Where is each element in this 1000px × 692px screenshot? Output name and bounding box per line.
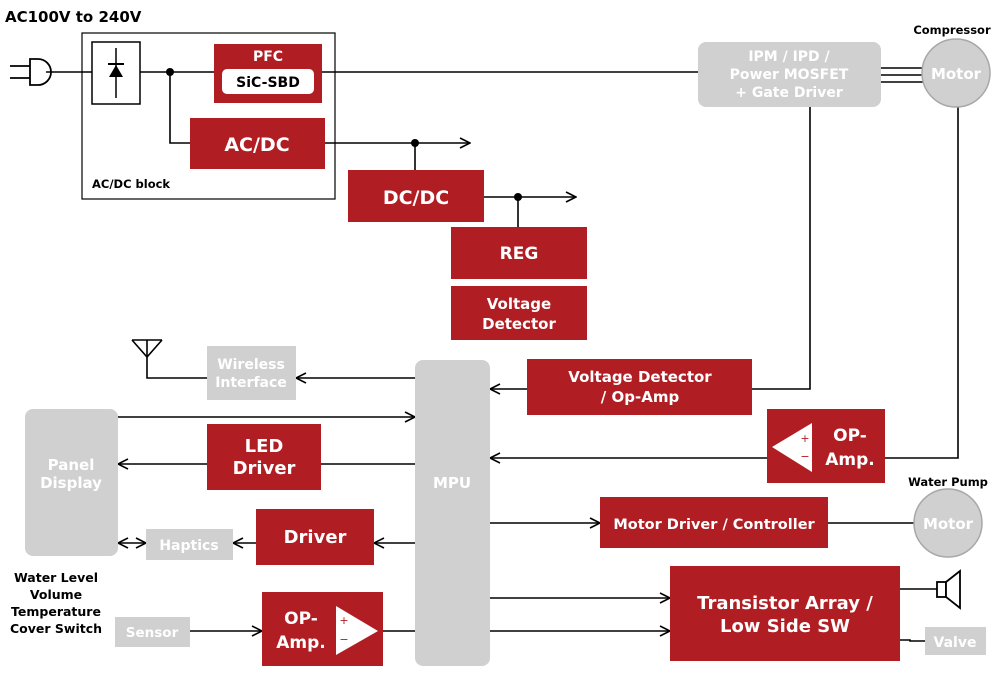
opamp-right-block: + − OP- Amp. [767, 409, 885, 483]
voltage-detector-block: Voltage Detector [451, 286, 587, 340]
pfc-block: PFC SiC-SBD [214, 44, 322, 103]
water-pump-motor-label: Motor [923, 515, 974, 533]
antenna-icon [131, 339, 163, 359]
voltage-detector-line2: Detector [482, 315, 556, 333]
opamp-left-line1: OP- [284, 609, 318, 629]
transistor-line1: Transistor Array / [697, 593, 873, 614]
sensor-label: Sensor [126, 625, 179, 641]
acdc-block-label: AC/DC block [92, 177, 170, 191]
compressor-motor: Motor [921, 38, 991, 108]
compressor-motor-label: Motor [931, 65, 982, 83]
ipm-block: IPM / IPD / Power MOSFET + Gate Driver [698, 42, 881, 107]
led-driver-line2: Driver [233, 458, 296, 479]
mpu-label: MPU [433, 474, 471, 492]
driver-block: Driver [256, 509, 374, 565]
opamp-left-minus: − [339, 633, 348, 646]
rectifier-diode-icon [91, 41, 141, 105]
opamp-right-plus: + [800, 432, 809, 445]
panel-line2: Display [40, 474, 102, 492]
opamp-left-block: OP- Amp. + − [262, 592, 383, 666]
acdc-converter-block: AC/DC [190, 118, 325, 169]
motor-driver-block: Motor Driver / Controller [600, 497, 828, 548]
driver-label: Driver [284, 527, 347, 548]
dcdc-block: DC/DC [348, 170, 484, 222]
valve-label: Valve [934, 635, 977, 651]
speaker-icon [936, 569, 961, 610]
pfc-sic-sbd: SiC-SBD [236, 75, 300, 91]
opamp-right-minus: − [800, 450, 809, 463]
mpu-block: MPU [415, 360, 490, 666]
sensor-block: Sensor [115, 617, 190, 647]
haptics-block: Haptics [146, 529, 233, 560]
ipm-line1: IPM / IPD / [748, 49, 830, 65]
water-pump-motor: Motor [913, 488, 983, 558]
connection-lines [46, 67, 959, 642]
valve-block: Valve [925, 627, 986, 655]
opamp-left-symbol [336, 606, 378, 655]
dcdc-label: DC/DC [383, 187, 449, 209]
opamp-left-line2: Amp. [276, 633, 326, 653]
sensor-input-water-level: Water Level [14, 570, 98, 585]
voltage-detector-opamp-block: Voltage Detector / Op-Amp [527, 359, 752, 415]
led-driver-block: LED Driver [207, 424, 321, 490]
led-driver-line1: LED [245, 436, 284, 457]
wireless-line1: Wireless [217, 357, 285, 373]
voltage-detector-line1: Voltage [487, 295, 551, 313]
vd-opamp-line1: Voltage Detector [568, 368, 712, 386]
vd-opamp-line2: / Op-Amp [601, 388, 680, 406]
acdc-block-outline [81, 32, 336, 200]
opamp-right-line2: Amp. [825, 450, 875, 470]
acdc-converter-label: AC/DC [224, 134, 289, 156]
sensor-input-list: Water Level Volume Temperature Cover Swi… [10, 570, 102, 636]
wireless-line2: Interface [215, 375, 287, 391]
ipm-line3: + Gate Driver [735, 85, 843, 101]
sensor-input-temperature: Temperature [11, 604, 101, 619]
transistor-array-block: Transistor Array / Low Side SW [670, 566, 900, 661]
opamp-right-line1: OP- [833, 426, 867, 446]
haptics-label: Haptics [159, 538, 218, 554]
ac-plug-icon [10, 58, 52, 86]
water-pump-label: Water Pump [908, 475, 988, 489]
compressor-label: Compressor [913, 23, 991, 37]
transistor-line2: Low Side SW [720, 616, 850, 637]
sensor-input-volume: Volume [30, 587, 82, 602]
panel-display-block: Panel Display [25, 409, 118, 556]
ipm-line2: Power MOSFET [730, 67, 849, 83]
panel-line1: Panel [48, 456, 95, 474]
junction-dots [166, 68, 522, 201]
sensor-input-cover-switch: Cover Switch [10, 621, 102, 636]
reg-label: REG [500, 244, 539, 264]
motor-driver-label: Motor Driver / Controller [613, 517, 815, 533]
opamp-left-plus: + [339, 614, 348, 627]
wireless-interface-block: Wireless Interface [207, 346, 296, 400]
pfc-title: PFC [253, 49, 283, 65]
input-voltage-label: AC100V to 240V [5, 8, 142, 26]
opamp-right-symbol [772, 423, 812, 472]
reg-block: REG [451, 227, 587, 279]
